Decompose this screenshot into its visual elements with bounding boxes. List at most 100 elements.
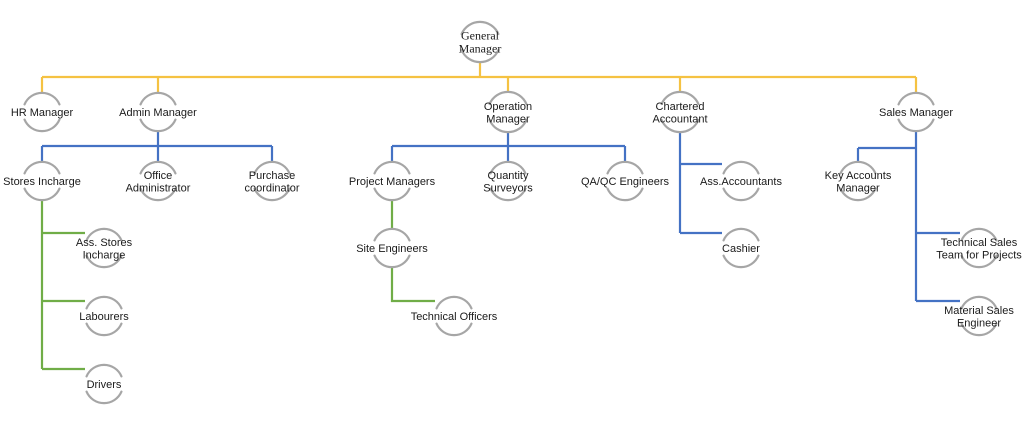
node-arc-top [253,160,291,175]
node-arc-top [660,90,700,106]
node-arc-bottom [460,48,500,64]
node-label: Labourers [79,311,129,323]
node-label: Administrator [126,182,191,194]
node-sales-manager: Sales Manager [879,91,953,133]
node-project-managers: Project Managers [349,160,436,202]
node-label: Ass. Stores [76,237,133,249]
node-label: Incharge [83,249,126,261]
node-hr-manager: HR Manager [11,91,74,133]
node-arc-top [85,363,123,378]
node-label: Operation [484,101,532,113]
node-arc-top [960,295,998,310]
node-label: Engineer [957,317,1001,329]
node-label: Drivers [87,379,122,391]
node-arc-bottom [373,254,411,269]
node-arc-bottom [85,322,123,337]
node-label: Office [144,170,173,182]
node-label: Cashier [722,243,760,255]
node-arc-top [85,295,123,310]
node-label: Technical Officers [411,311,498,323]
node-arc-top [488,90,528,106]
node-label: HR Manager [11,107,74,119]
node-arc-bottom [660,118,700,134]
node-label: Surveyors [483,182,533,194]
node-label: Stores Incharge [3,176,81,188]
node-label: QA/QC Engineers [581,176,670,188]
node-label: Manager [459,42,502,56]
node-arc-top [722,227,760,242]
node-label: Project Managers [349,176,436,188]
node-label: Team for Projects [936,249,1022,261]
node-arc-bottom [139,187,177,202]
node-label: Technical Sales [941,237,1018,249]
node-arc-top [960,227,998,242]
node-admin-manager: Admin Manager [119,91,197,133]
node-label: Material Sales [944,305,1014,317]
node-label: Purchase [249,170,295,182]
node-label: Manager [486,113,530,125]
node-label: Sales Manager [879,107,953,119]
node-arc-bottom [85,254,123,269]
node-arc-top [23,160,61,175]
node-label: Chartered [656,101,705,113]
node-arc-top [139,91,177,106]
node-arc-top [373,160,411,175]
node-label: Key Accounts [825,170,892,182]
edge-stores-children [40,200,85,371]
node-stores-incharge: Stores Incharge [3,160,81,202]
node-label: Ass.Accountants [700,176,782,188]
node-arc-bottom [722,187,760,202]
node-arc-top [722,160,760,175]
node-arc-top [435,295,473,310]
node-arc-bottom [488,118,528,134]
node-label: General [461,29,500,43]
node-arc-top [489,160,527,175]
edge-sales-children [856,131,960,303]
edge-operation-children [390,132,627,162]
node-arc-bottom [722,254,760,269]
connector-lines [40,62,960,371]
node-arc-bottom [606,187,644,202]
node-arc-bottom [897,118,935,133]
node-site-engineers: Site Engineers [356,227,428,269]
node-qa-qc-engineers: QA/QC Engineers [581,160,670,202]
node-arc-top [139,160,177,175]
node-arc-bottom [139,118,177,133]
node-drivers: Drivers [85,363,123,405]
node-arc-top [897,91,935,106]
node-arc-bottom [839,187,877,202]
node-arc-bottom [253,187,291,202]
node-arc-bottom [85,390,123,405]
node-label: coordinator [244,182,299,194]
node-arc-bottom [489,187,527,202]
node-arc-bottom [960,322,998,337]
node-cashier: Cashier [722,227,760,269]
node-arc-top [606,160,644,175]
node-arc-top [373,227,411,242]
node-arc-top [85,227,123,242]
edge-level1-drops [40,77,918,93]
edge-admin-children [40,131,274,162]
node-ass-accountants: Ass.Accountants [700,160,782,202]
node-label: Accountant [652,113,707,125]
node-arc-top [460,20,500,36]
node-arc-bottom [23,187,61,202]
node-technical-officers: Technical Officers [411,295,498,337]
node-arc-top [839,160,877,175]
node-labourers: Labourers [79,295,129,337]
node-label: Admin Manager [119,107,197,119]
node-label: Site Engineers [356,243,428,255]
node-label: Manager [836,182,880,194]
node-arc-bottom [435,322,473,337]
node-label: Quantity [488,170,529,182]
node-arc-bottom [373,187,411,202]
